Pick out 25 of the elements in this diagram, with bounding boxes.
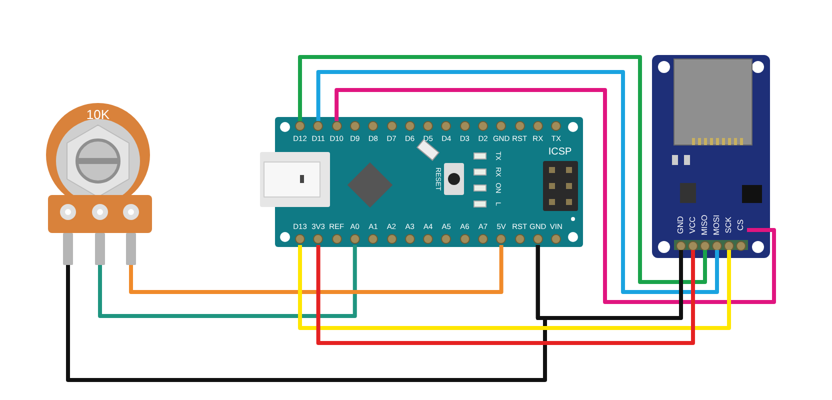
pin-label: VCC bbox=[689, 216, 697, 234]
wire bbox=[129, 245, 504, 294]
header-label: ICSP bbox=[548, 146, 572, 158]
pin-label: GND bbox=[677, 216, 685, 234]
pin-label: SCK bbox=[725, 216, 733, 234]
wire bbox=[316, 70, 719, 294]
pin-leg bbox=[126, 233, 136, 265]
header-pin bbox=[528, 221, 547, 245]
pin-leg bbox=[63, 233, 73, 265]
header-pin bbox=[510, 221, 529, 245]
resistance-label: 10K bbox=[85, 107, 111, 122]
pin-label: CS bbox=[737, 219, 745, 231]
header-pin bbox=[309, 221, 328, 245]
header-pin bbox=[291, 221, 309, 245]
wire bbox=[98, 245, 357, 318]
pin-label: MOSI bbox=[713, 214, 721, 236]
wire bbox=[316, 245, 695, 345]
header-pin bbox=[328, 221, 346, 245]
pin-leg bbox=[95, 233, 105, 265]
wire bbox=[298, 245, 731, 330]
wire bbox=[298, 55, 707, 284]
wire bbox=[536, 245, 683, 320]
wire bbox=[334, 88, 776, 304]
pin-label: MISO bbox=[701, 214, 709, 236]
sd-card-module bbox=[652, 55, 770, 258]
